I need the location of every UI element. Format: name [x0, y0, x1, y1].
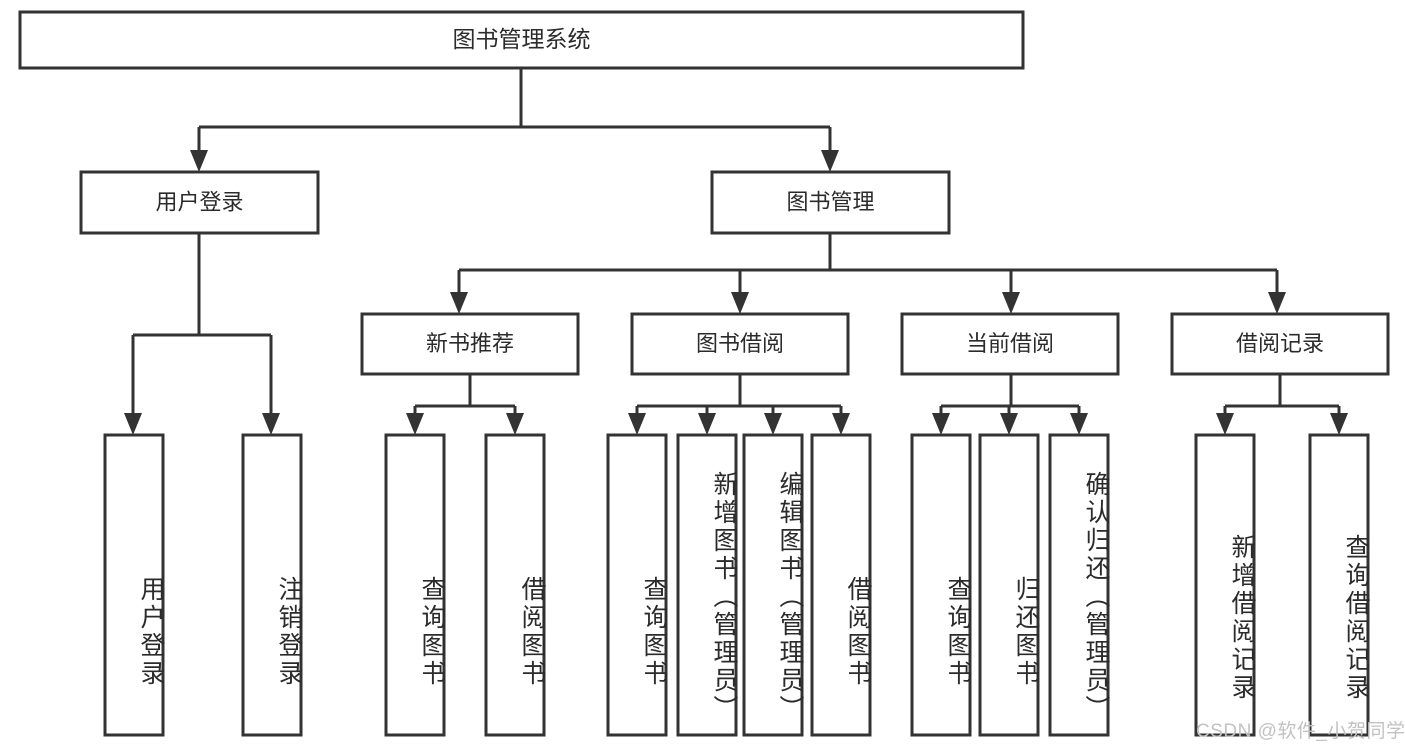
csdn-watermark: CSDN @软件_小贺同学	[1196, 721, 1405, 742]
node-box-leaf-cur-query[interactable]	[910, 433, 972, 737]
connector-layer	[124, 68, 1348, 435]
node-box-book-manage[interactable]	[710, 170, 951, 235]
node-box-root[interactable]	[18, 10, 1025, 70]
node-box-leaf-borrow-query[interactable]	[606, 433, 668, 737]
arrow-head-icon	[124, 413, 142, 435]
node-label-user-login: 用户登录	[155, 189, 243, 214]
node-box-leaf-rec-borrow[interactable]	[484, 433, 546, 737]
node-label-new-book-rec: 新书推荐	[426, 331, 514, 356]
node-box-leaf-borrow-add[interactable]	[676, 433, 738, 737]
node-box-leaf-cur-confirm[interactable]	[1048, 433, 1110, 737]
node-box-current-borrow[interactable]	[900, 312, 1120, 376]
node-label-book-borrow: 图书借阅	[696, 331, 784, 356]
node-box-borrow-record[interactable]	[1170, 312, 1390, 376]
arrow-head-icon	[506, 413, 524, 435]
node-box-layer	[18, 10, 1390, 737]
node-box-leaf-user-login[interactable]	[103, 433, 165, 737]
node-box-leaf-rec-search[interactable]	[1308, 433, 1370, 737]
arrow-head-icon	[450, 292, 468, 314]
arrow-head-icon	[406, 413, 424, 435]
node-box-leaf-rec-query[interactable]	[384, 433, 446, 737]
arrow-head-icon	[932, 413, 950, 435]
arrow-head-icon	[764, 413, 782, 435]
node-label-borrow-record: 借阅记录	[1236, 331, 1324, 356]
node-box-new-book-rec[interactable]	[360, 312, 580, 376]
arrow-head-icon	[731, 292, 749, 314]
arrow-head-icon	[698, 413, 716, 435]
arrow-head-icon	[628, 413, 646, 435]
node-box-leaf-borrow-edit[interactable]	[742, 433, 804, 737]
node-box-book-borrow[interactable]	[630, 312, 850, 376]
arrow-head-icon	[1002, 292, 1020, 314]
node-box-leaf-borrow-lend[interactable]	[810, 433, 872, 737]
arrow-head-icon	[1268, 292, 1286, 314]
node-box-leaf-cur-return[interactable]	[978, 433, 1040, 737]
arrow-head-icon	[1000, 413, 1018, 435]
node-label-current-borrow: 当前借阅	[966, 331, 1054, 356]
arrow-head-icon	[832, 413, 850, 435]
arrow-head-icon	[190, 150, 208, 172]
node-box-leaf-rec-add[interactable]	[1194, 433, 1256, 737]
node-label-book-manage: 图书管理	[786, 189, 874, 214]
arrow-head-icon	[1216, 413, 1234, 435]
arrow-head-icon	[1070, 413, 1088, 435]
node-box-user-login[interactable]	[79, 170, 320, 235]
arrow-head-icon	[262, 413, 280, 435]
arrow-head-icon	[1330, 413, 1348, 435]
root-node-label: 图书管理系统	[453, 26, 591, 52]
arrow-head-icon	[821, 150, 839, 172]
node-box-leaf-user-logout[interactable]	[241, 433, 303, 737]
